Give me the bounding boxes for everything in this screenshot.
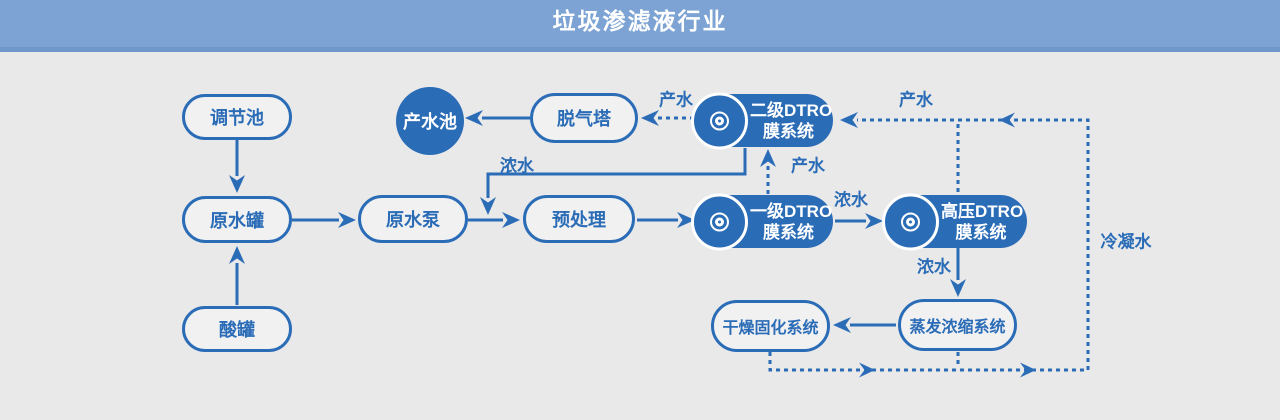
node-acid-tank: 酸罐 — [182, 306, 292, 352]
flow-label-product-water-degassing: 产水 — [659, 90, 693, 110]
flow-label-concentrate-evaporation: 浓水 — [917, 257, 951, 277]
node-label: 预处理 — [552, 210, 606, 230]
process-diagram: 调节池 原水罐 酸罐 原水泵 预处理 脱气塔 产水池 干燥固化系统 蒸发浓缩系统 — [0, 52, 1280, 420]
node-label: 原水罐 — [210, 210, 264, 231]
membrane-disc-core — [715, 217, 724, 226]
header-bar: 垃圾渗滤液行业 — [0, 0, 1280, 52]
node-high-pressure-dtro-membrane-system: 高压DTRO 膜系统 — [882, 193, 1027, 250]
node-label: 调节池 — [210, 108, 264, 128]
flow-label-condensate-water: 冷凝水 — [1100, 232, 1152, 252]
node-product-water-pool: 产水池 — [396, 87, 464, 155]
node-label: 干燥固化系统 — [722, 320, 819, 337]
node-label: 原水泵 — [386, 210, 440, 230]
membrane-disc-icon — [691, 92, 748, 149]
node-pretreatment: 预处理 — [523, 195, 635, 243]
flow-label-product-water-stage2: 产水 — [791, 156, 825, 176]
node-label: 产水池 — [403, 112, 457, 132]
membrane-disc-core — [906, 217, 915, 226]
node-raw-water-tank: 原水罐 — [182, 196, 292, 243]
node-stage1-dtro-membrane-system: 一级DTRO 膜系统 — [691, 193, 833, 250]
flow-label-concentrate-highpressure: 浓水 — [834, 190, 868, 210]
node-raw-water-pump: 原水泵 — [358, 195, 468, 243]
flow-label-product-water-top: 产水 — [899, 90, 933, 110]
node-stage2-dtro-membrane-system: 二级DTRO 膜系统 — [691, 92, 833, 149]
membrane-disc-core — [715, 116, 724, 125]
node-evaporation-concentration-system: 蒸发浓缩系统 — [898, 299, 1017, 351]
node-label: 二级DTRO 膜系统 — [750, 100, 833, 141]
node-label: 一级DTRO 膜系统 — [750, 201, 833, 242]
node-label: 高压DTRO 膜系统 — [941, 201, 1024, 242]
node-regulation-pool: 调节池 — [182, 94, 292, 140]
node-label: 酸罐 — [219, 320, 255, 340]
flow-label-concentrate-return: 浓水 — [500, 156, 534, 176]
node-label: 脱气塔 — [557, 109, 611, 129]
node-label: 蒸发浓缩系统 — [909, 319, 1006, 336]
node-degassing-tower: 脱气塔 — [530, 93, 638, 143]
membrane-disc-ring — [710, 212, 729, 231]
membrane-disc-icon — [691, 193, 748, 250]
membrane-disc-ring — [710, 111, 729, 130]
flow-arrows — [229, 110, 1090, 378]
page-title: 垃圾渗滤液行业 — [552, 8, 728, 34]
membrane-disc-ring — [901, 212, 920, 231]
node-drying-solidification-system: 干燥固化系统 — [711, 300, 830, 352]
membrane-disc-icon — [882, 193, 939, 250]
